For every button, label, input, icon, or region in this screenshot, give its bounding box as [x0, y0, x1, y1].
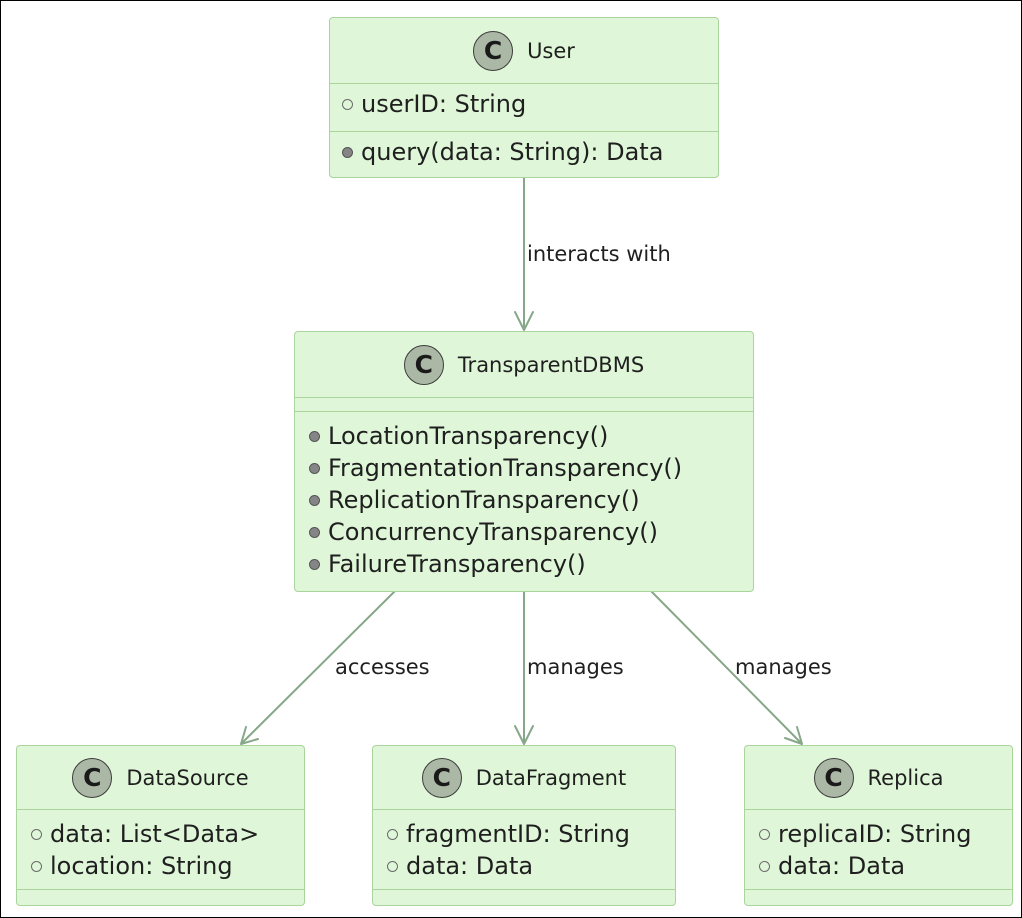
method-row: LocationTransparency() [309, 420, 753, 452]
method-row: ConcurrencyTransparency() [309, 516, 753, 548]
class-name: DataFragment [475, 765, 627, 790]
class-icon: C [421, 757, 462, 798]
class-icon: C [72, 757, 113, 798]
attribute-text: data: Data [778, 852, 906, 880]
public-field-icon [387, 860, 398, 872]
class-name: Replica [867, 765, 944, 790]
class-transparent-dbms[interactable]: C TransparentDBMS LocationTransparency()… [294, 331, 754, 592]
methods-section: query(data: String): Data [330, 132, 718, 174]
public-method-icon [309, 430, 320, 442]
class-name: TransparentDBMS [457, 352, 645, 377]
public-field-icon [342, 98, 353, 110]
relation-label-manages-replica: manages [735, 655, 832, 679]
edge-dbms-replica [650, 590, 803, 745]
class-user[interactable]: C User userID: String query(data: String… [329, 17, 719, 178]
attributes-section: fragmentID: String data: Data [373, 810, 675, 890]
method-text: query(data: String): Data [361, 138, 664, 166]
class-header: C User [330, 18, 718, 84]
attributes-section: replicaID: String data: Data [745, 810, 1012, 890]
attribute-row: replicaID: String [759, 818, 1012, 850]
attribute-row: userID: String [342, 88, 718, 120]
public-method-icon [309, 526, 320, 538]
attribute-row: data: List<Data> [31, 818, 304, 850]
method-text: FragmentationTransparency() [328, 454, 683, 482]
attributes-section [295, 398, 753, 412]
method-text: ReplicationTransparency() [328, 486, 640, 514]
public-method-icon [309, 494, 320, 506]
public-method-icon [309, 558, 320, 570]
attribute-row: data: Data [759, 850, 1012, 882]
attribute-row: location: String [31, 850, 304, 882]
relation-label-manages-fragment: manages [527, 655, 624, 679]
class-icon: C [473, 30, 514, 71]
method-text: FailureTransparency() [328, 550, 586, 578]
attribute-row: fragmentID: String [387, 818, 675, 850]
attribute-text: data: List<Data> [50, 820, 260, 848]
arrowhead-datafragment [514, 725, 534, 745]
class-name: User [527, 38, 575, 63]
method-row: query(data: String): Data [342, 136, 718, 168]
attribute-text: fragmentID: String [406, 820, 630, 848]
class-header: C TransparentDBMS [295, 332, 753, 398]
class-header: C DataSource [17, 746, 304, 810]
attribute-text: replicaID: String [778, 820, 972, 848]
edge-dbms-datasource [240, 590, 396, 745]
method-row: ReplicationTransparency() [309, 484, 753, 516]
class-header: C Replica [745, 746, 1012, 810]
method-text: LocationTransparency() [328, 422, 609, 450]
method-row: FragmentationTransparency() [309, 452, 753, 484]
attribute-text: location: String [50, 852, 233, 880]
public-field-icon [31, 828, 42, 840]
class-header: C DataFragment [373, 746, 675, 810]
class-icon: C [403, 344, 444, 385]
attribute-row: data: Data [387, 850, 675, 882]
methods-section: LocationTransparency() FragmentationTran… [295, 412, 753, 584]
class-name: DataSource [126, 765, 249, 790]
arrowhead-dbms [514, 311, 534, 331]
public-method-icon [309, 462, 320, 474]
public-method-icon [342, 146, 353, 158]
attribute-text: data: Data [406, 852, 534, 880]
public-field-icon [759, 828, 770, 840]
method-text: ConcurrencyTransparency() [328, 518, 659, 546]
arrowhead-datasource [240, 726, 259, 745]
public-field-icon [31, 860, 42, 872]
relation-label-interacts: interacts with [527, 242, 671, 266]
public-field-icon [387, 828, 398, 840]
class-icon: C [813, 757, 854, 798]
arrowhead-replica [784, 726, 803, 745]
public-field-icon [759, 860, 770, 872]
class-replica[interactable]: C Replica replicaID: String data: Data [744, 745, 1013, 906]
class-data-fragment[interactable]: C DataFragment fragmentID: String data: … [372, 745, 676, 906]
relation-label-accesses: accesses [335, 655, 430, 679]
attributes-section: data: List<Data> location: String [17, 810, 304, 890]
method-row: FailureTransparency() [309, 548, 753, 580]
attributes-section: userID: String [330, 84, 718, 132]
class-data-source[interactable]: C DataSource data: List<Data> location: … [16, 745, 305, 906]
attribute-text: userID: String [361, 90, 527, 118]
